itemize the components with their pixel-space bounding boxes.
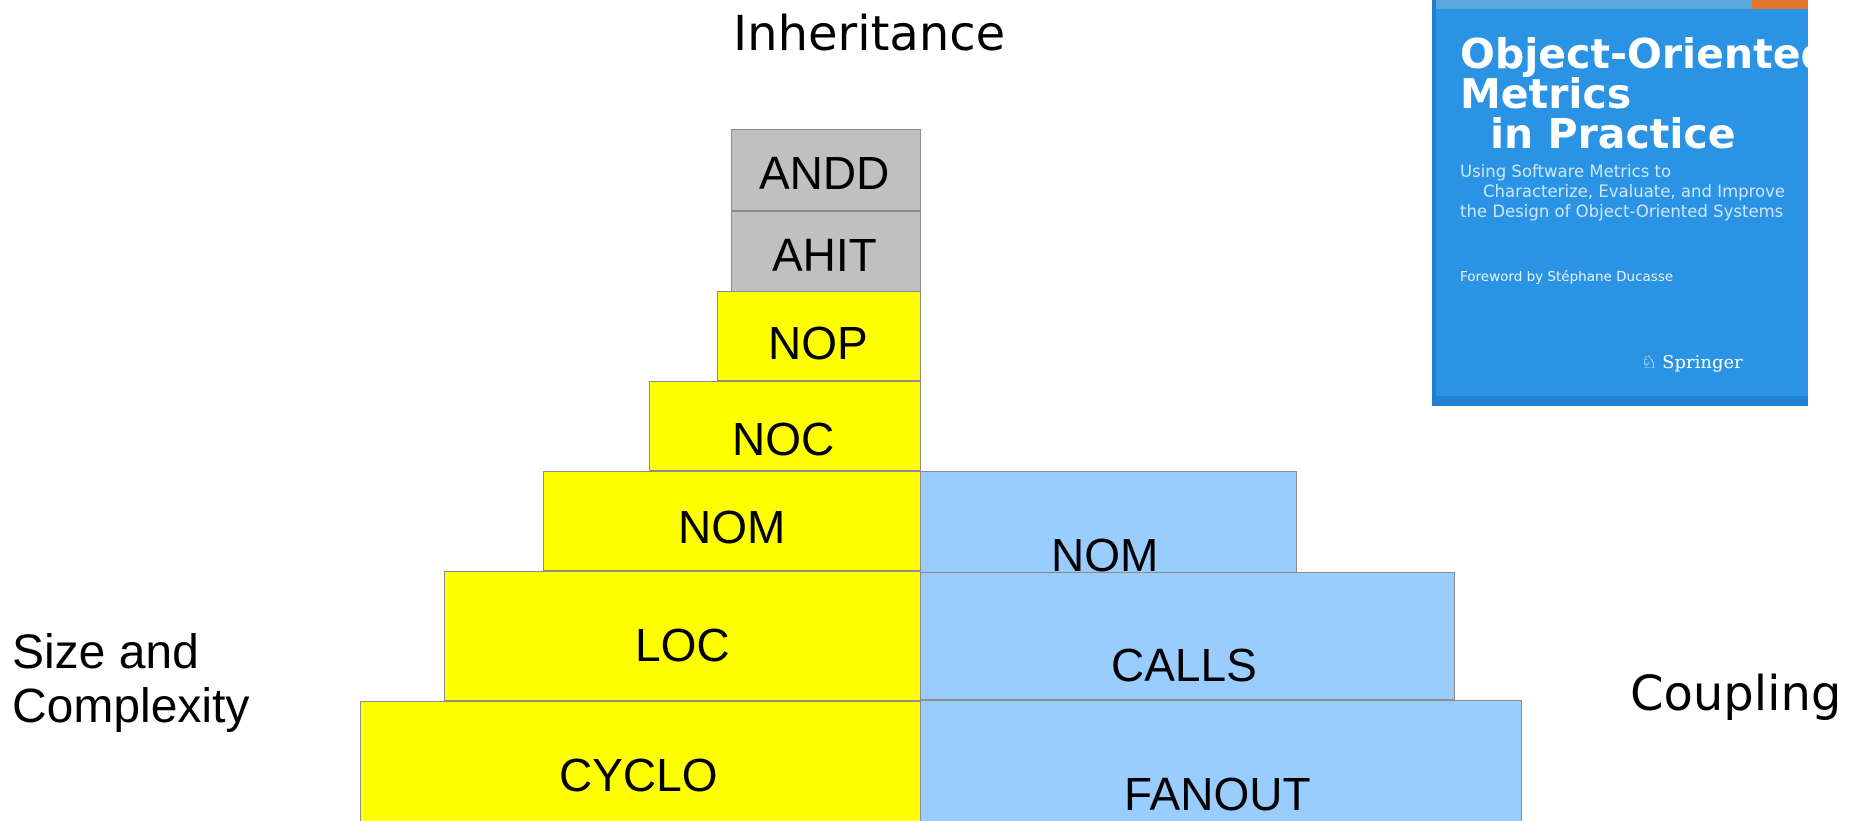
book-subtitle: Using Software Metrics to Characterize, … — [1460, 162, 1785, 221]
inheritance-heading: Inheritance — [733, 6, 1006, 62]
size-complexity-line-2: Complexity — [12, 680, 250, 734]
book-subtitle-line-3: the Design of Object-Oriented Systems — [1460, 201, 1784, 221]
metric-block-nom-size: NOM — [543, 471, 921, 571]
metric-label-nom-coupling: NOM — [1051, 529, 1159, 581]
springer-knight-icon: ♘ — [1641, 352, 1658, 373]
book-publisher: ♘Springer — [1641, 352, 1743, 373]
metric-block-ahit: AHIT — [731, 211, 921, 292]
size-complexity-heading: Size and Complexity — [12, 626, 249, 734]
metric-block-noc: NOC — [649, 381, 921, 471]
book-title-line-3: in Practice — [1490, 110, 1736, 159]
cover-top-strip — [1436, 0, 1808, 9]
metric-label-noc: NOC — [732, 413, 835, 465]
metric-block-cyclo: CYCLO — [360, 701, 921, 821]
book-foreword: Foreword by Stéphane Ducasse — [1460, 269, 1674, 285]
metric-label-andd: ANDD — [759, 147, 890, 199]
metric-block-nom-coupling: NOM — [920, 471, 1297, 578]
metric-block-loc: LOC — [444, 571, 921, 701]
size-complexity-line-1: Size and — [12, 626, 199, 679]
metric-block-andd: ANDD — [731, 129, 921, 211]
metric-label-cyclo: CYCLO — [559, 749, 718, 801]
metric-label-fanout: FANOUT — [1124, 768, 1311, 820]
book-title-line-2: Metrics — [1460, 70, 1632, 119]
metric-label-nom-size: NOM — [678, 501, 786, 553]
metric-label-ahit: AHIT — [772, 229, 877, 281]
cover-bottom-shade — [1436, 396, 1808, 406]
book-title: Object-Oriented Metrics in Practice — [1460, 30, 1808, 159]
metric-label-loc: LOC — [635, 619, 730, 671]
book-title-line-1: Object-Oriented — [1460, 30, 1808, 78]
metric-block-nop: NOP — [717, 291, 921, 381]
metric-block-calls: CALLS — [920, 572, 1455, 700]
book-cover-image: Object-Oriented Metrics in Practice Usin… — [1432, 0, 1808, 406]
book-publisher-name: Springer — [1662, 352, 1743, 373]
metric-block-fanout: FANOUT — [920, 700, 1522, 821]
metric-label-nop: NOP — [768, 317, 868, 369]
metric-label-calls: CALLS — [1111, 639, 1257, 691]
cover-accent-strip — [1752, 0, 1808, 9]
book-subtitle-line-2: Characterize, Evaluate, and Improve — [1483, 181, 1786, 201]
book-subtitle-line-1: Using Software Metrics to — [1460, 162, 1672, 181]
coupling-heading: Coupling — [1630, 666, 1842, 722]
